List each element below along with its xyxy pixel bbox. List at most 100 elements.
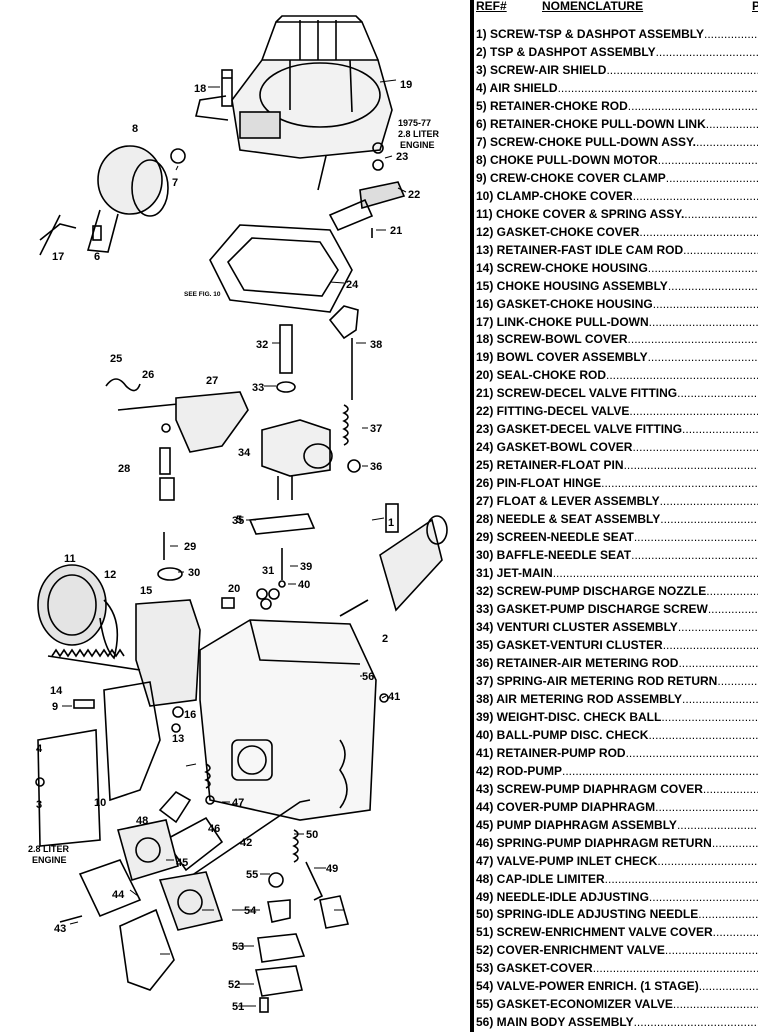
- list-item: 56) MAIN BODY ASSEMBLY: [476, 1014, 758, 1032]
- leader-dots: [682, 421, 758, 439]
- list-item: 36) RETAINER-AIR METERING ROD: [476, 655, 758, 673]
- callout: 2: [382, 633, 388, 645]
- part-label: 52) COVER-ENRICHMENT VALVE: [476, 943, 665, 958]
- list-item: 12) GASKET-CHOKE COVER: [476, 224, 758, 242]
- callout: 46: [208, 823, 220, 835]
- list-item: 25) RETAINER-FLOAT PIN: [476, 457, 758, 475]
- callout: 7: [172, 177, 178, 189]
- note-2-8-liter: 2.8 LITER: [398, 129, 440, 139]
- leader-dots: [593, 960, 758, 978]
- part-label: 18) SCREW-BOWL COVER: [476, 332, 628, 347]
- leader-dots: [624, 457, 758, 475]
- list-item: 17) LINK-CHOKE PULL-DOWN: [476, 314, 758, 332]
- callout: 1: [388, 517, 394, 529]
- part-label: 44) COVER-PUMP DIAPHRAGM: [476, 799, 656, 814]
- list-item: 49) NEEDLE-IDLE ADJUSTING: [476, 889, 758, 907]
- list-item: 24) GASKET-BOWL COVER: [476, 439, 758, 457]
- leader-dots: [706, 116, 758, 134]
- callout: 18: [194, 83, 206, 95]
- list-item: 15) CHOKE HOUSING ASSEMBLY: [476, 278, 758, 296]
- list-item: 3) SCREW-AIR SHIELD: [476, 62, 758, 80]
- list-item: 8) CHOKE PULL-DOWN MOTOR: [476, 152, 758, 170]
- list-item: 39) WEIGHT-DISC. CHECK BALL: [476, 709, 758, 727]
- list-item: 43) SCREW-PUMP DIAPHRAGM COVER: [476, 781, 758, 799]
- callout: 17: [52, 251, 64, 263]
- callout: 47: [232, 797, 244, 809]
- list-item: 30) BAFFLE-NEEDLE SEAT: [476, 547, 758, 565]
- list-item: 18) SCREW-BOWL COVER: [476, 331, 758, 349]
- list-item: 4) AIR SHIELD: [476, 80, 758, 98]
- list-item: 20) SEAL-CHOKE ROD: [476, 367, 758, 385]
- leader-dots: [673, 996, 758, 1014]
- part-label: 4) AIR SHIELD: [476, 80, 558, 95]
- callout: 10: [94, 797, 106, 809]
- part-label: 51) SCREW-ENRICHMENT VALVE COVER: [476, 925, 713, 940]
- leader-dots: [658, 152, 758, 170]
- callout: 45: [176, 857, 188, 869]
- callout: 41: [388, 691, 400, 703]
- part-label: 45) PUMP DIAPHRAGM ASSEMBLY: [476, 817, 677, 832]
- list-item: 33) GASKET-PUMP DISCHARGE SCREW: [476, 601, 758, 619]
- callout: 51: [232, 1001, 244, 1013]
- callout-labels: 1 2 3 4 5 6 7 8 9 10 11 12 13 14 15 16 1…: [36, 79, 420, 1013]
- leader-dots: [699, 978, 758, 996]
- part-label: 7) SCREW-CHOKE PULL-DOWN ASSY.: [476, 134, 696, 149]
- leader-dots: [666, 170, 758, 188]
- callout: 8: [132, 123, 138, 135]
- part-label: 47) VALVE-PUMP INLET CHECK: [476, 853, 658, 868]
- list-item: 23) GASKET-DECEL VALVE FITTING: [476, 421, 758, 439]
- callout: 4: [36, 743, 43, 755]
- part-label: 27) FLOAT & LEVER ASSEMBLY: [476, 494, 660, 509]
- part-label: 11) CHOKE COVER & SPRING ASSY.: [476, 206, 685, 221]
- part-label: 23) GASKET-DECEL VALVE FITTING: [476, 422, 683, 437]
- list-item: 35) GASKET-VENTURI CLUSTER: [476, 637, 758, 655]
- leader-dots: [655, 799, 758, 817]
- leader-dots: [706, 583, 758, 601]
- leader-dots: [683, 242, 758, 260]
- leader-dots: [634, 1014, 758, 1032]
- list-item: 40) BALL-PUMP DISC. CHECK: [476, 727, 758, 745]
- leader-dots: [629, 403, 758, 421]
- callout: 3: [36, 799, 42, 811]
- list-item: 26) PIN-FLOAT HINGE: [476, 475, 758, 493]
- parts-list: REF# NOMENCLATURE P 1) SCREW-TSP & DASHP…: [474, 0, 758, 1032]
- callout: 49: [326, 863, 338, 875]
- list-item: 28) NEEDLE & SEAT ASSEMBLY: [476, 511, 758, 529]
- list-item: 32) SCREW-PUMP DISCHARGE NOZZLE: [476, 583, 758, 601]
- callout: 56: [362, 671, 374, 683]
- leader-dots: [633, 188, 758, 206]
- callout: 52: [228, 979, 240, 991]
- list-item: 21) SCREW-DECEL VALVE FITTING: [476, 385, 758, 403]
- leader-dots: [661, 709, 758, 727]
- callout: 55: [246, 869, 258, 881]
- part-label: 1) SCREW-TSP & DASHPOT ASSEMBLY: [476, 27, 705, 41]
- leader-dots: [684, 206, 758, 224]
- note-2-8-liter-lower: 2.8 LITER: [28, 844, 70, 854]
- screw-18-drawing: [221, 69, 233, 107]
- callout: 30: [188, 567, 200, 579]
- leader-dots: [553, 565, 758, 583]
- part-label: 8) CHOKE PULL-DOWN MOTOR: [476, 152, 658, 167]
- list-item: 38) AIR METERING ROD ASSEMBLY: [476, 691, 758, 709]
- list-item: 48) CAP-IDLE LIMITER: [476, 871, 758, 889]
- leader-dots: [717, 673, 758, 691]
- list-item: 11) CHOKE COVER & SPRING ASSY.: [476, 206, 758, 224]
- part-label: 38) AIR METERING ROD ASSEMBLY: [476, 691, 683, 706]
- callout: 31: [262, 565, 274, 577]
- list-item: 46) SPRING-PUMP DIAPHRAGM RETURN: [476, 835, 758, 853]
- leader-dots: [558, 80, 758, 98]
- part-label: 15) CHOKE HOUSING ASSEMBLY: [476, 278, 668, 293]
- part-label: 30) BAFFLE-NEEDLE SEAT: [476, 548, 632, 563]
- part-label: 22) FITTING-DECEL VALVE: [476, 404, 630, 419]
- exploded-carburetor-diagram: 1 2 3 4 5 6 7 8 9 10 11 12 13 14 15 16 1…: [28, 15, 448, 1013]
- callout: 12: [104, 569, 116, 581]
- callout: 48: [136, 815, 148, 827]
- leader-dots: [660, 493, 758, 511]
- part-label: 50) SPRING-IDLE ADJUSTING NEEDLE: [476, 907, 699, 922]
- callout: 37: [370, 423, 382, 435]
- list-item: 19) BOWL COVER ASSEMBLY: [476, 349, 758, 367]
- list-item: 55) GASKET-ECONOMIZER VALVE: [476, 996, 758, 1014]
- callout: 29: [184, 541, 196, 553]
- leader-dots: [663, 637, 758, 655]
- list-item: 52) COVER-ENRICHMENT VALVE: [476, 942, 758, 960]
